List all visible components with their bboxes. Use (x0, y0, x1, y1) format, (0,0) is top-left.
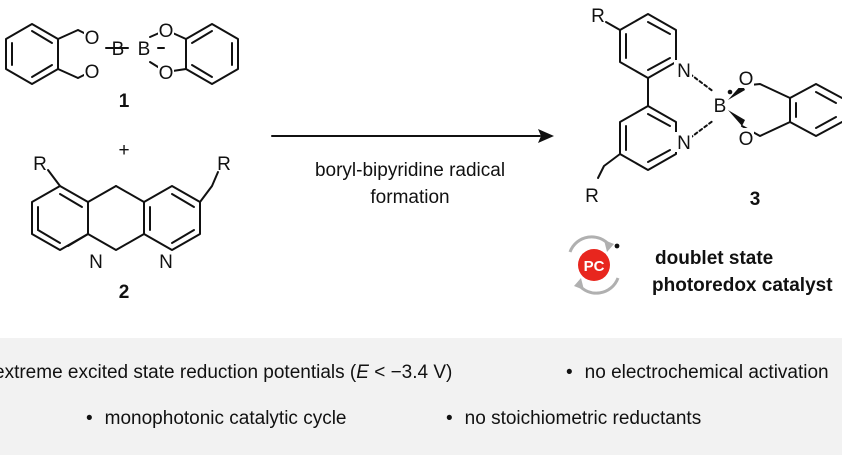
atom-r: R (585, 186, 599, 207)
features-panel: extreme excited state reduction potentia… (0, 338, 842, 455)
atom-r: R (33, 154, 47, 175)
atom-n: N (159, 252, 173, 273)
catalyst-line1: doublet state (655, 248, 773, 269)
feature-no-reductants: •no stoichiometric reductants (446, 408, 702, 429)
atom-o: O (159, 63, 174, 84)
atom-n: N (89, 252, 103, 273)
arrow-label-line2: formation (370, 187, 449, 208)
plus-sign: + (118, 140, 129, 161)
arrow-head (538, 129, 554, 143)
feature-monophotonic: •monophotonic catalytic cycle (86, 408, 347, 429)
compound-2-structure (31, 169, 219, 251)
atom-o: O (85, 62, 100, 83)
arrow-label-line1: boryl-bipyridine radical (315, 160, 505, 181)
atom-o: O (159, 21, 174, 42)
wedge-bond-lower (728, 110, 745, 126)
atom-b: B (112, 39, 125, 60)
reaction-scheme: O O B B O O R R N N R R N N B O O 1 2 3 … (5, 6, 842, 303)
pc-badge-text: PC (584, 258, 605, 275)
atom-b: B (138, 39, 151, 60)
radical-dot (727, 89, 733, 95)
compound-3-label: 3 (750, 189, 761, 210)
atom-b: B (714, 96, 727, 117)
atom-o: O (739, 69, 754, 90)
atom-r: R (217, 154, 231, 175)
photocatalyst-badge: PC (568, 235, 620, 295)
pc-circle (578, 249, 610, 281)
radical-dot (614, 243, 620, 249)
feature-reduction-potential: extreme excited state reduction potentia… (0, 362, 453, 383)
compound-2-label: 2 (119, 282, 130, 303)
atom-o: O (85, 28, 100, 49)
atom-r: R (591, 6, 605, 27)
atom-n: N (677, 61, 691, 82)
catalyst-line2: photoredox catalyst (652, 275, 833, 296)
feature-no-electrochemical: •no electrochemical activation (566, 362, 829, 383)
atom-n: N (677, 133, 691, 154)
compound-1-label: 1 (119, 91, 130, 112)
atom-o: O (739, 129, 754, 150)
